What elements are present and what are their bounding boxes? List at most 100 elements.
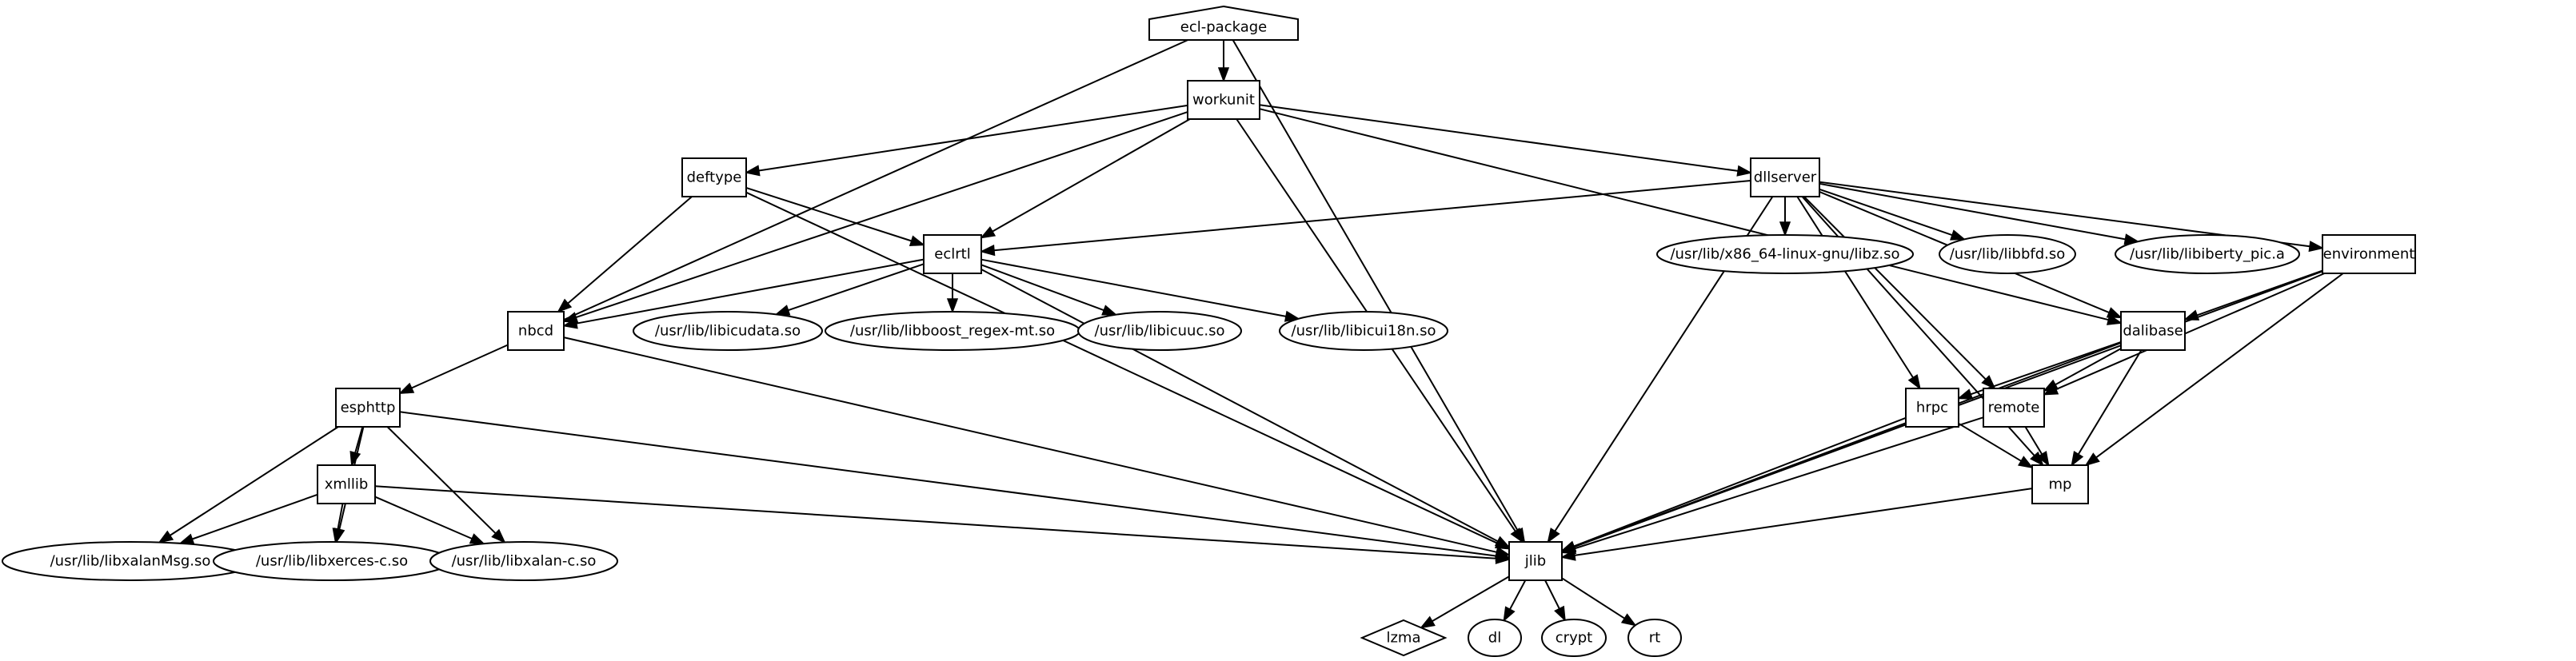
edge-line	[993, 180, 1751, 252]
edge-deftype-to-jlib	[745, 191, 1511, 550]
node-label: /usr/lib/libxerces-c.so	[256, 553, 408, 570]
edge-line	[2095, 273, 2344, 459]
edge-dllserver-to-eclrtl	[979, 180, 1751, 257]
edge-line	[1432, 575, 1510, 623]
node-label: esphttp	[341, 400, 396, 416]
node-label: /usr/lib/libicudata.so	[655, 323, 801, 340]
node-label: remote	[1988, 400, 2040, 416]
edge-line	[2055, 348, 2122, 386]
arrowhead	[1950, 229, 1967, 241]
edge-xmllib-to-libxalanMsg	[178, 493, 318, 544]
arrowhead	[1495, 552, 1512, 564]
edge-dalibase-to-remote	[2043, 348, 2122, 392]
edge-esphttp-to-libxalan	[386, 426, 506, 544]
node-label: rt	[1649, 630, 1660, 647]
arrowhead	[1101, 305, 1118, 316]
edge-line	[386, 426, 497, 535]
edge-line	[1509, 579, 1527, 610]
node-shape	[1187, 80, 1260, 120]
node-shape	[1983, 388, 2045, 428]
edge-line	[2024, 426, 2043, 455]
edge-line	[1796, 196, 1914, 379]
edge-line	[1803, 196, 1987, 380]
edge-line	[374, 496, 473, 540]
edge-esphttp-to-jlib	[399, 411, 1512, 562]
arrowhead	[1554, 605, 1566, 622]
edge-line	[1819, 182, 2126, 241]
node-shape	[335, 388, 401, 428]
node-label: /usr/lib/libicui18n.so	[1292, 323, 1436, 340]
arrowhead	[1494, 536, 1511, 548]
node-libboost: /usr/lib/libboost_regex-mt.so	[825, 311, 1080, 351]
edge-jlib-to-rt	[1561, 577, 1637, 627]
edge-xmllib-to-libxalan	[374, 496, 485, 545]
edge-line	[399, 411, 1497, 557]
edge-eclrtl-to-libicudata	[774, 263, 925, 316]
arrowhead	[1420, 615, 1436, 629]
node-dl: dl	[1468, 619, 1522, 657]
arrowhead	[491, 528, 506, 544]
arrowhead	[1779, 221, 1791, 237]
edge-line	[191, 493, 318, 540]
node-shape	[317, 464, 376, 504]
node-shape	[1905, 388, 1959, 428]
node-libicuuc: /usr/lib/libicuuc.so	[1077, 311, 1242, 351]
arrowhead	[2017, 456, 2034, 469]
node-remote: remote	[1983, 388, 2045, 428]
node-label: /usr/lib/libxalan-c.so	[452, 553, 597, 570]
edge-line	[980, 258, 1287, 317]
node-hrpc: hrpc	[1905, 388, 1959, 428]
edge-jlib-to-lzma	[1420, 575, 1510, 629]
node-libiberty: /usr/lib/libiberty_pic.a	[2115, 234, 2300, 274]
arrowhead	[2071, 450, 2084, 467]
edge-dalibase-to-hrpc	[1956, 340, 2122, 400]
edge-dllserver-to-hrpc	[1796, 196, 1921, 390]
edge-line	[575, 111, 1188, 319]
edge-line	[745, 186, 913, 242]
node-shape	[1077, 311, 1242, 351]
edge-deftype-to-eclrtl	[745, 186, 926, 246]
arrowhead	[1981, 375, 1996, 390]
arrowhead	[1620, 613, 1637, 627]
node-xmllib: xmllib	[317, 464, 376, 504]
node-libbfd: /usr/lib/libbfd.so	[1939, 234, 2076, 274]
edge-workunit-to-dllserver	[1259, 104, 1753, 177]
edge-eclrtl-to-libicuuc	[980, 264, 1118, 316]
arrowhead	[561, 317, 578, 329]
edge-eclrtl-to-jlib	[980, 269, 1511, 548]
node-label: /usr/lib/libicuuc.so	[1095, 323, 1225, 340]
edge-workunit-to-eclrtl	[980, 118, 1191, 239]
edge-workunit-to-nbcd	[561, 111, 1188, 323]
edge-environment-to-mp	[2084, 273, 2344, 467]
node-shape	[2120, 311, 2186, 351]
edge-ecl-package-to-workunit	[1217, 40, 1230, 83]
node-deftype: deftype	[681, 157, 747, 197]
edge-jlib-to-crypt	[1544, 579, 1566, 622]
edge-line	[576, 258, 925, 325]
arrowhead	[398, 382, 415, 394]
node-jlib: jlib	[1508, 541, 1563, 581]
edge-line	[1259, 104, 1739, 172]
edge-line	[1573, 416, 1984, 550]
node-label: /usr/lib/libxalanMsg.so	[50, 553, 211, 570]
node-label: /usr/lib/x86_64-linux-gnu/libz.so	[1670, 246, 1899, 263]
arrowhead	[178, 533, 195, 544]
node-label: /usr/lib/libboost_regex-mt.so	[850, 323, 1055, 340]
node-shape	[1148, 5, 1299, 41]
edge-environment-to-dalibase	[2183, 269, 2323, 321]
node-shape	[1279, 311, 1448, 351]
edge-line	[374, 485, 1497, 559]
edge-jlib-to-dl	[1503, 579, 1527, 623]
edge-line	[1573, 416, 1907, 548]
node-label: jlib	[1524, 553, 1546, 570]
node-shape	[1360, 619, 1448, 657]
edge-line	[1232, 39, 1519, 532]
arrowhead	[557, 298, 573, 313]
node-libxalan: /usr/lib/libxalan-c.so	[429, 541, 618, 581]
node-crypt: crypt	[1541, 619, 1607, 657]
node-libicudata: /usr/lib/libicudata.so	[633, 311, 823, 351]
edge-line	[1561, 577, 1625, 619]
node-label: workunit	[1192, 92, 1255, 109]
node-label: hrpc	[1916, 400, 1948, 416]
arrowhead	[158, 530, 174, 544]
